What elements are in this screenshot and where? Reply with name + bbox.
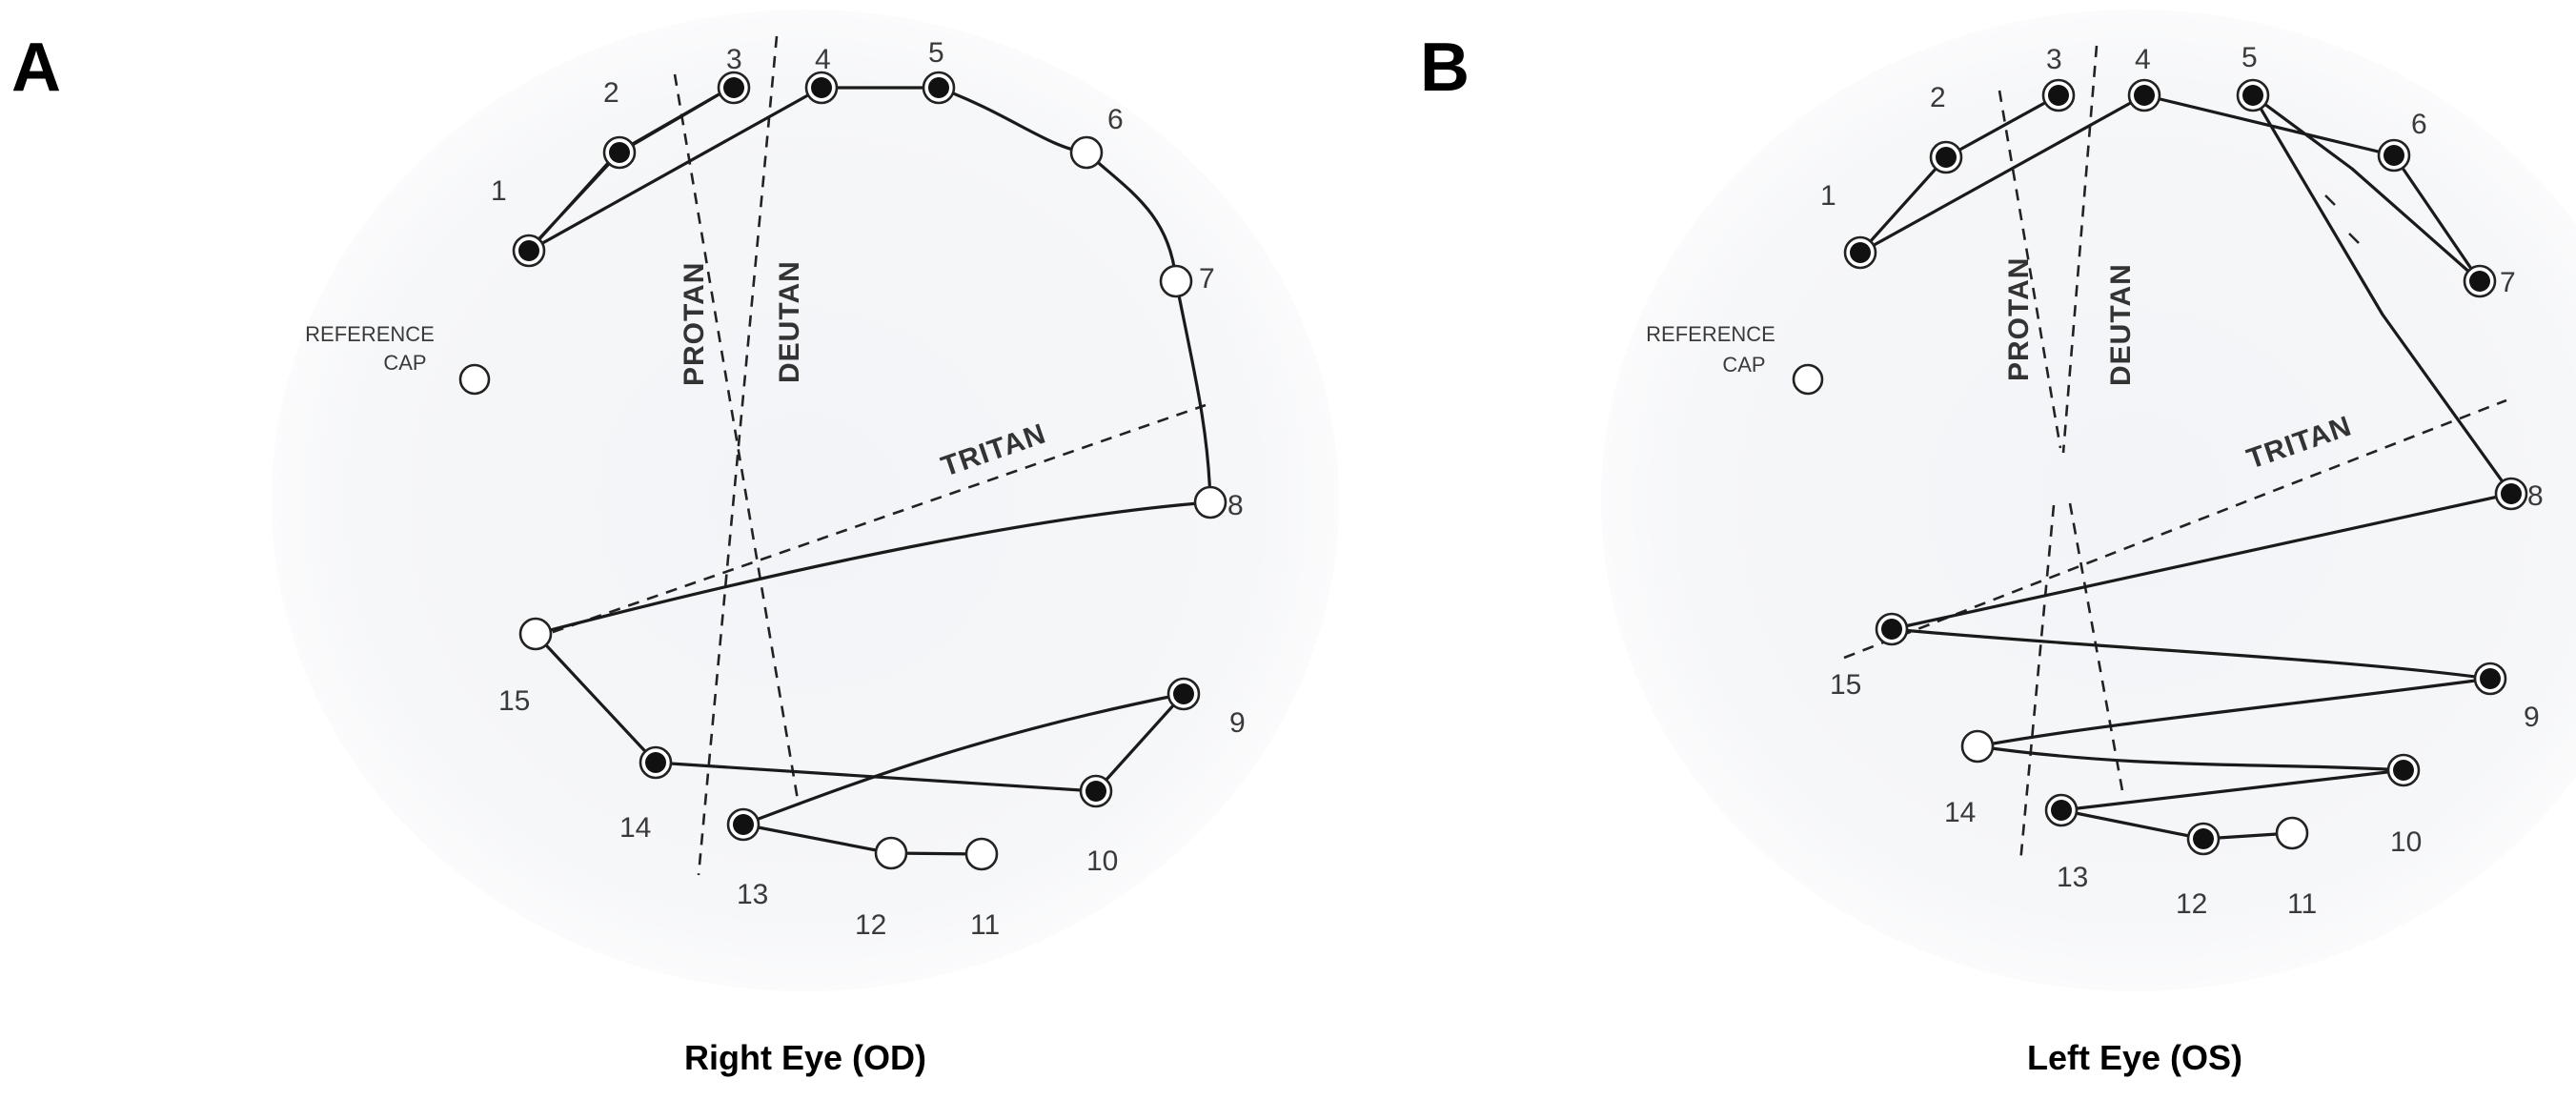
cap-marker-11 [964, 837, 999, 871]
cap-marker-12 [874, 836, 908, 870]
protan-label: PROTAN [679, 262, 710, 386]
cap-marker-8 [1193, 485, 1227, 519]
panel-left-eye: B PROTAN DEUTAN TRITAN REFERENCE CAP 1 2… [1420, 10, 2576, 1077]
cap-fill-1 [1850, 242, 1871, 263]
deutan-axis-line [2068, 502, 2125, 797]
protan-axis-line [1998, 90, 2062, 449]
reference-label: CAP [383, 351, 426, 375]
cap-fill-5 [2242, 85, 2263, 106]
cap-fill-13 [2051, 800, 2072, 821]
cap-label: 2 [603, 77, 619, 109]
cap-fill-14 [645, 752, 666, 773]
reference-label: REFERENCE [305, 322, 435, 346]
panel-right-eye: A PROTAN DEUTAN TRITAN REFERENCE CAP 1 2… [11, 10, 1339, 1077]
cap-fill-4 [2134, 85, 2155, 106]
cap-label: 3 [726, 44, 742, 75]
cap-fill-5 [928, 77, 949, 98]
cap-fill-3 [723, 77, 744, 98]
reference-cap [1792, 363, 1824, 396]
confusion-axes [533, 35, 1207, 876]
cap-number-labels: 1 2 3 4 5 6 7 8 9 10 11 12 13 14 15 [491, 37, 1246, 941]
cap-label: 2 [1930, 82, 1946, 113]
protan-axis-line [673, 73, 801, 806]
cap-label: 14 [619, 812, 651, 844]
cap-label: 11 [2287, 888, 2317, 920]
cap-label: 11 [970, 909, 1000, 941]
cap-fill-12 [2193, 828, 2214, 849]
cap-label: 7 [1199, 263, 1215, 295]
cap-label: 8 [1227, 490, 1244, 521]
cap-marker-11 [2275, 816, 2309, 850]
panel-letter: A [11, 30, 61, 106]
cap-label: 4 [2135, 44, 2151, 75]
cap-label: 3 [2046, 44, 2062, 75]
deutan-label: DEUTAN [2105, 263, 2137, 386]
cap-label: 9 [1229, 707, 1246, 739]
cap-fill-2 [1936, 147, 1957, 168]
cap-label: 13 [737, 879, 768, 910]
cap-marker-14 [1960, 729, 1995, 764]
cap-label: 14 [1944, 797, 1976, 828]
cap-label: 15 [498, 685, 530, 717]
cap-label: 7 [2500, 267, 2516, 298]
cap-label: 15 [1830, 669, 1861, 701]
cap-label: 9 [2524, 702, 2540, 733]
deutan-axis-line [697, 35, 779, 876]
cap-fill-10 [1085, 781, 1106, 802]
reference-cap [458, 363, 491, 396]
cap-label: 5 [2241, 42, 2258, 73]
cap-fill-3 [2048, 85, 2069, 106]
cap-fill-4 [811, 77, 832, 98]
stray-marks [2324, 194, 2360, 244]
cap-label: 4 [815, 44, 831, 75]
reference-label: CAP [1722, 353, 1765, 377]
protan-label: PROTAN [2003, 257, 2035, 381]
cap-label: 8 [2527, 480, 2544, 512]
cap-fill-1 [518, 240, 539, 261]
cap-label: 1 [1820, 180, 1836, 212]
cap-label: 13 [2057, 862, 2088, 893]
panel-letter: B [1420, 30, 1470, 106]
cap-marker-15 [518, 617, 553, 651]
cap-label: 12 [2176, 888, 2207, 920]
cap-fill-9 [2480, 668, 2501, 689]
deutan-label: DEUTAN [774, 260, 805, 383]
arrangement-path [1858, 93, 2513, 841]
panel-title: Left Eye (OS) [2027, 1038, 2242, 1077]
cap-fill-9 [1173, 683, 1194, 704]
cap-fill-2 [609, 142, 630, 163]
cap-fill-13 [733, 814, 754, 835]
cap-markers [1843, 78, 2528, 856]
cap-markers [512, 71, 1227, 871]
cap-fill-15 [1881, 619, 1902, 640]
cap-fill-6 [2383, 145, 2404, 166]
cap-marker-6 [1069, 135, 1104, 170]
cap-fill-8 [2501, 483, 2522, 504]
cap-label: 1 [491, 175, 507, 207]
test-plate-background [272, 10, 1339, 991]
cap-label: 10 [1086, 845, 1118, 877]
cap-fill-7 [2469, 271, 2490, 292]
cap-label: 12 [855, 909, 886, 941]
cap-label: 6 [1107, 104, 1124, 135]
panel-title: Right Eye (OD) [684, 1038, 926, 1077]
confusion-axes [1843, 45, 2507, 864]
cap-fill-10 [2393, 760, 2414, 781]
cap-marker-7 [1159, 264, 1193, 298]
reference-label: REFERENCE [1646, 322, 1775, 346]
cap-label: 6 [2411, 109, 2427, 140]
cap-number-labels: 1 2 3 4 5 6 7 8 9 10 11 12 13 14 15 [1820, 42, 2544, 920]
cap-label: 10 [2390, 826, 2422, 858]
cap-label: 5 [928, 37, 944, 69]
deutan-axis-line [2061, 45, 2099, 454]
